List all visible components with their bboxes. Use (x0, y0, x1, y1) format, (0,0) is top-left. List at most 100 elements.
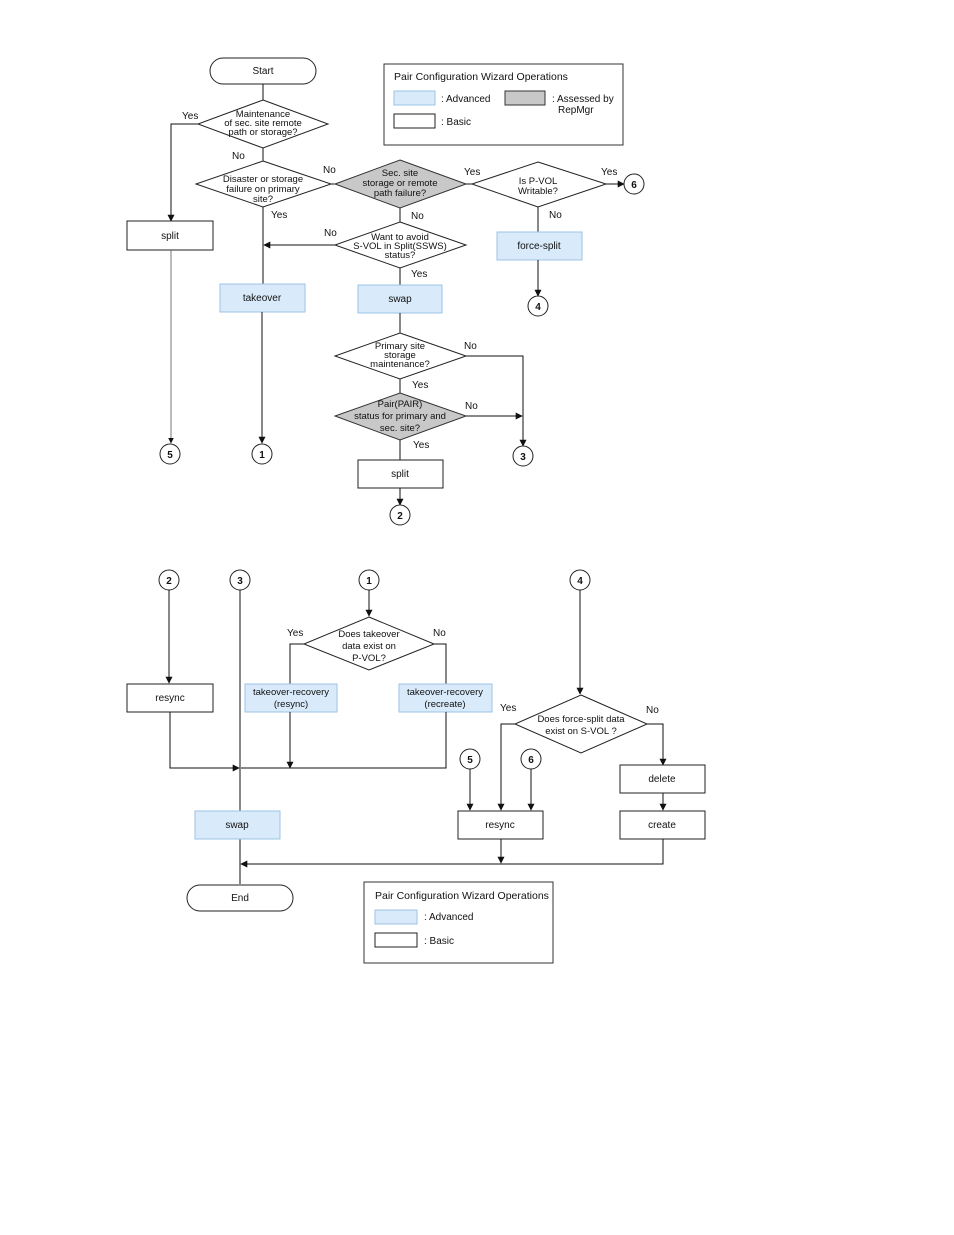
connector-label: 1 (366, 576, 372, 587)
decision-primary-maintenance: Primary site storage maintenance? (333, 332, 468, 380)
connector-label: 2 (166, 576, 172, 587)
decision-text: site? (253, 194, 273, 205)
decision-text: path or storage? (228, 127, 297, 138)
branch-yes: Yes (500, 703, 516, 714)
branch-no: No (323, 165, 336, 176)
connector-label: 6 (528, 755, 534, 766)
legend-basic-label: : Basic (441, 117, 471, 128)
legend-assessed-label: : Assessed by (552, 94, 614, 105)
connector-6: 6 (623, 173, 645, 195)
decision-text: Pair(PAIR) (378, 399, 423, 410)
connector-3: 3 (512, 445, 534, 467)
branch-no: No (433, 628, 446, 639)
branch-no: No (464, 341, 477, 352)
legend-basic-swatch (374, 932, 418, 948)
legend-advanced-swatch (374, 909, 418, 925)
op-label: (resync) (274, 699, 308, 710)
create-box: create (619, 810, 706, 840)
legend-top: Pair Configuration Wizard Operations : A… (383, 63, 624, 146)
decision-text: exist on S-VOL ? (545, 726, 616, 737)
takeover-recovery-resync-box: takeover-recovery (resync) (244, 683, 338, 713)
branch-yes: Yes (182, 111, 198, 122)
connector-1-bottom: 1 (358, 569, 380, 591)
force-split-box: force-split (496, 231, 583, 261)
connector-5: 5 (159, 443, 181, 465)
connector-1: 1 (251, 443, 273, 465)
legend-assessed-label-2: RepMgr (558, 105, 594, 116)
start-terminal: Start (209, 57, 317, 85)
decision-text: Is P-VOL (519, 176, 558, 187)
op-label: resync (155, 693, 184, 704)
resync-mid-box: resync (457, 810, 544, 840)
legend-advanced-label: : Advanced (424, 912, 473, 923)
legend-basic-swatch (393, 113, 436, 129)
connector-label: 6 (631, 180, 637, 191)
op-label: create (648, 820, 676, 831)
decision-text: storage (384, 350, 416, 361)
branch-yes: Yes (271, 210, 287, 221)
decision-text: Does takeover (338, 629, 399, 640)
decision-text: failure on primary (226, 184, 300, 195)
op-label: takeover-recovery (253, 687, 329, 698)
legend-advanced-swatch (393, 90, 436, 106)
branch-no: No (232, 151, 245, 162)
op-label: swap (388, 294, 412, 305)
branch-no: No (549, 210, 562, 221)
end-terminal: End (186, 884, 294, 912)
connector-label: 2 (397, 511, 403, 522)
branch-yes: Yes (411, 269, 427, 280)
legend-assessed-swatch (504, 90, 546, 106)
connector-4-bottom: 4 (569, 569, 591, 591)
split-mid-box: split (357, 459, 444, 489)
branch-yes: Yes (601, 167, 617, 178)
takeover-recovery-recreate-box: takeover-recovery (recreate) (398, 683, 493, 713)
op-label: takeover (243, 293, 282, 304)
decision-disaster-primary: Disaster or storage failure on primary s… (194, 160, 333, 208)
split-left-box: split (126, 220, 214, 251)
swap-bottom-box: swap (194, 810, 281, 840)
decision-text: sec. site? (380, 423, 420, 434)
decision-text: P-VOL? (352, 653, 386, 664)
end-label: End (231, 893, 249, 904)
connector-label: 3 (237, 576, 243, 587)
decision-sec-site-failure: Sec. site storage or remote path failure… (333, 159, 468, 209)
branch-no: No (324, 228, 337, 239)
decision-text: of sec. site remote (224, 118, 302, 129)
start-label: Start (252, 66, 273, 77)
legend-title: Pair Configuration Wizard Operations (375, 890, 549, 902)
connector-label: 4 (577, 576, 583, 587)
connector-label: 3 (520, 452, 526, 463)
decision-text: Disaster or storage (223, 174, 303, 185)
decision-text: path failure? (374, 188, 426, 199)
decision-forcesplit-data: Does force-split data exist on S-VOL ? (513, 694, 649, 754)
connector-label: 5 (467, 755, 473, 766)
op-label: swap (225, 820, 249, 831)
branch-yes: Yes (287, 628, 303, 639)
decision-maintenance-sec-site: Maintenance of sec. site remote path or … (196, 99, 330, 149)
decision-pvol-writable: Is P-VOL Writable? (470, 161, 608, 208)
decision-text: Sec. site (382, 168, 418, 179)
connector-4: 4 (527, 295, 549, 317)
connector-label: 1 (259, 450, 265, 461)
decision-text: Does force-split data (537, 714, 625, 725)
legend-advanced-label: : Advanced (441, 94, 490, 105)
op-label: resync (485, 820, 514, 831)
legend-basic-label: : Basic (424, 936, 454, 947)
connector-2-bottom: 2 (158, 569, 180, 591)
branch-yes: Yes (413, 440, 429, 451)
legend-title: Pair Configuration Wizard Operations (394, 71, 568, 83)
connector-5-bottom: 5 (459, 748, 481, 770)
decision-text: Primary site (375, 341, 425, 352)
connector-label: 4 (535, 302, 541, 313)
connector-6-bottom: 6 (520, 748, 542, 770)
decision-text: data exist on (342, 641, 396, 652)
delete-box: delete (619, 764, 706, 794)
branch-no: No (465, 401, 478, 412)
legend-bottom: Pair Configuration Wizard Operations : A… (363, 881, 554, 964)
connector-2: 2 (389, 504, 411, 526)
decision-text: maintenance? (370, 359, 430, 370)
decision-text: storage or remote (363, 178, 438, 189)
op-label: takeover-recovery (407, 687, 483, 698)
decision-text: status for primary and (354, 411, 446, 422)
